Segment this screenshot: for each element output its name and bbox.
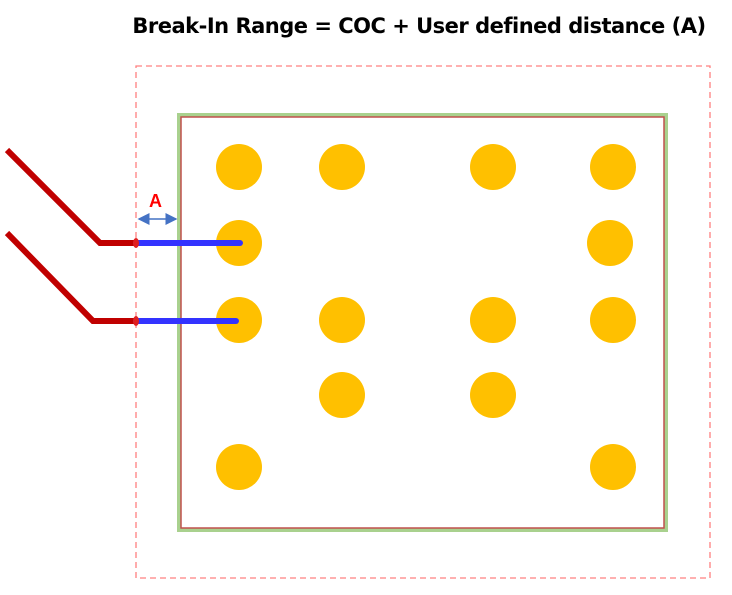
pad-icon [319, 144, 365, 190]
break-in-point-1 [133, 238, 139, 248]
pad-icon [216, 144, 262, 190]
pad-icon [216, 444, 262, 490]
trace-outside-2 [4, 230, 136, 324]
break-in-point-2 [133, 316, 139, 326]
pad-icon [470, 372, 516, 418]
pad-icon [587, 220, 633, 266]
pad-icon [216, 297, 262, 343]
trace-outside-1 [4, 147, 136, 246]
diagram-title: Break-In Range = COC + User defined dist… [132, 14, 706, 38]
dimension-label: A [149, 191, 162, 211]
pad-icon [590, 444, 636, 490]
pad-icon [590, 297, 636, 343]
pad-icon [590, 144, 636, 190]
pad-icon [319, 297, 365, 343]
pad-icon [319, 372, 365, 418]
pad-icon [470, 144, 516, 190]
pad-icon [470, 297, 516, 343]
